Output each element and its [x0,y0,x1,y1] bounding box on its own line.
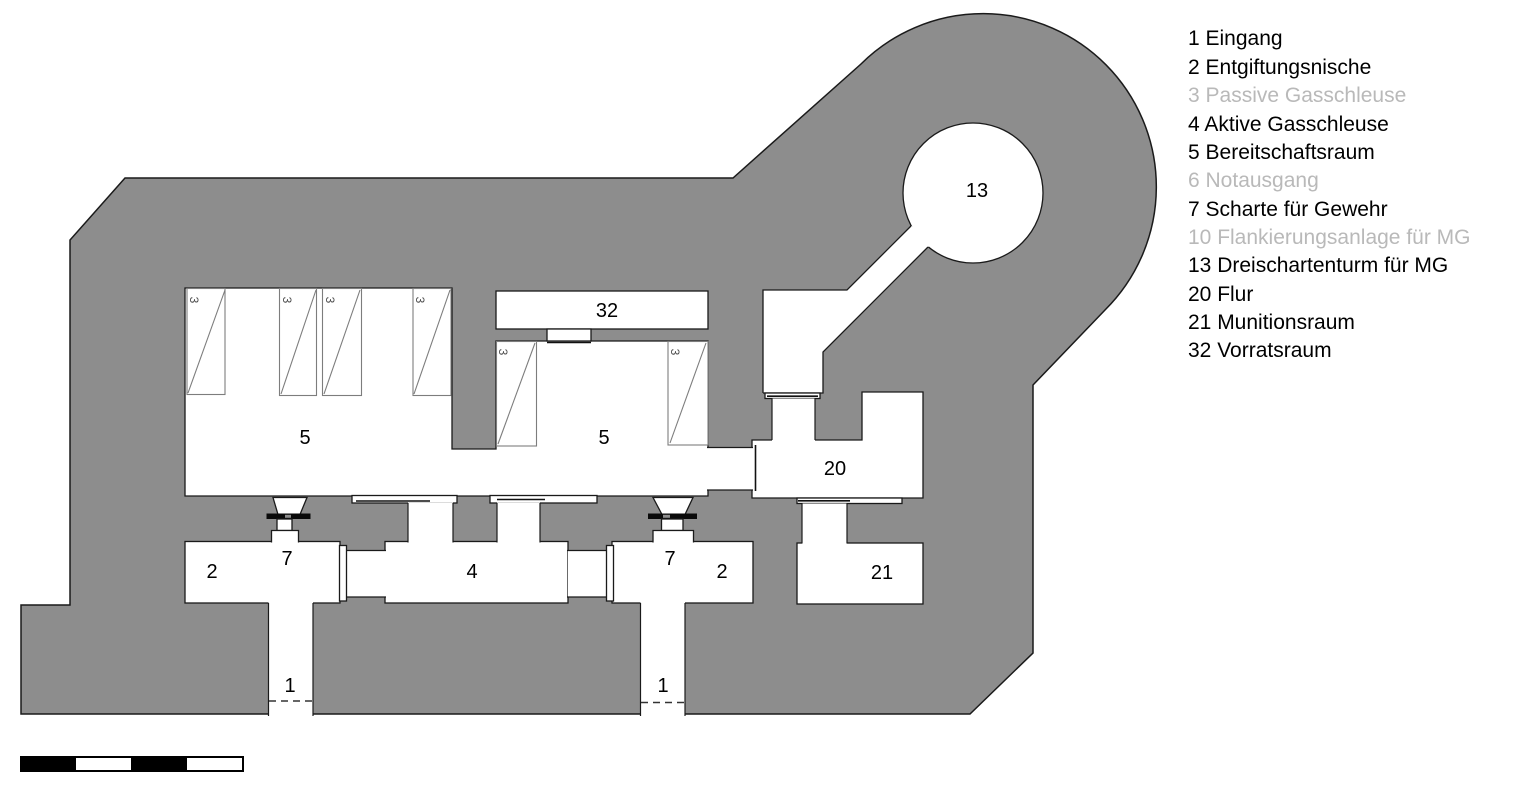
label-room-1-right: 1 [657,675,668,697]
turret-13-room [902,122,1044,264]
label-room-2-left: 2 [206,561,217,583]
door-leaf-4-right [605,544,615,602]
label-room-7-left: 7 [281,548,292,570]
passage-5-to-20 [707,448,753,490]
entrance-corridor-right [640,601,685,716]
label-room-4: 4 [466,561,477,583]
label-niche-6: 3 [668,349,682,356]
niche-3-5-diag [497,342,536,445]
room-20-corridor [751,391,924,499]
scale-bar [20,756,244,772]
legend-item-3: 3 Passive Gasschleuse [1188,84,1406,107]
scale-bar-segment-3 [131,758,187,770]
legend-item-5: 5 Bereitschaftsraum [1188,141,1375,164]
room-2-left [184,540,341,604]
legend-item-1: 1 Eingang [1188,27,1283,50]
turret-access-corridor-outline-left [762,225,912,393]
niche-3-1-diag [187,289,226,394]
embrasure-left-block-edge [270,529,300,543]
room-21-ammo [796,542,924,605]
room-2-right [611,540,754,604]
scale-bar-segment-1 [22,758,76,770]
door-strip-5a [351,494,458,504]
label-room-5-right: 5 [598,427,609,449]
passage-4-to-2r [568,550,607,597]
label-niche-3: 3 [323,297,337,304]
label-room-5-left: 5 [299,427,310,449]
label-room-2-right: 2 [716,561,727,583]
label-room-7-right: 7 [664,548,675,570]
passage-2l-to-4 [346,550,386,597]
embrasure-right-block-edge [652,529,695,543]
legend-item-13: 13 Dreischartenturm für MG [1188,254,1448,277]
turret-access-corridor [763,226,950,393]
embrasure-right-bar [648,513,697,519]
label-niche-1: 3 [187,297,201,304]
embrasure-left-stem [276,518,293,532]
passage-5-to-4-left [408,502,453,544]
label-niche-2: 3 [280,297,294,304]
niche-3-3-diag [323,289,361,395]
embrasure-right-notch [663,514,670,518]
niche-3-4-diag [413,289,451,395]
legend-item-20: 20 Flur [1188,283,1253,306]
legend-item-7: 7 Scharte für Gewehr [1188,198,1388,221]
legend: 1 Eingang 2 Entgiftungsnische 3 Passive … [1188,27,1471,362]
label-room-21: 21 [871,562,893,584]
legend-item-4: 4 Aktive Gasschleuse [1188,113,1389,136]
niche-3-6-diag [669,342,707,444]
label-room-32: 32 [596,300,618,322]
door-leaf-4-left [338,544,348,602]
label-niche-5: 3 [496,349,510,356]
legend-item-21: 21 Munitionsraum [1188,311,1355,334]
entrance-corridor-left [268,601,313,716]
label-niche-4: 3 [413,297,427,304]
legend-item-10: 10 Flankierungsanlage für MG [1188,226,1471,249]
door-32 [546,328,592,342]
passage-5-to-4-right [497,502,540,544]
label-room-13: 13 [966,180,988,202]
label-room-20: 20 [824,458,846,480]
legend-item-6: 6 Notausgang [1188,169,1319,192]
embrasure-right-block [653,530,694,544]
passage-13-to-20 [772,398,815,442]
label-room-1-left: 1 [284,675,295,697]
embrasure-right-stem [660,518,684,532]
niche-3-2-diag [280,289,317,395]
legend-item-2: 2 Entgiftungsnische [1188,56,1371,79]
embrasure-left-notch [285,514,291,518]
passage-20-to-21 [802,503,847,545]
legend-item-32: 32 Vorratsraum [1188,339,1332,362]
embrasure-left-block [271,530,299,544]
room-32-storage [495,290,709,330]
